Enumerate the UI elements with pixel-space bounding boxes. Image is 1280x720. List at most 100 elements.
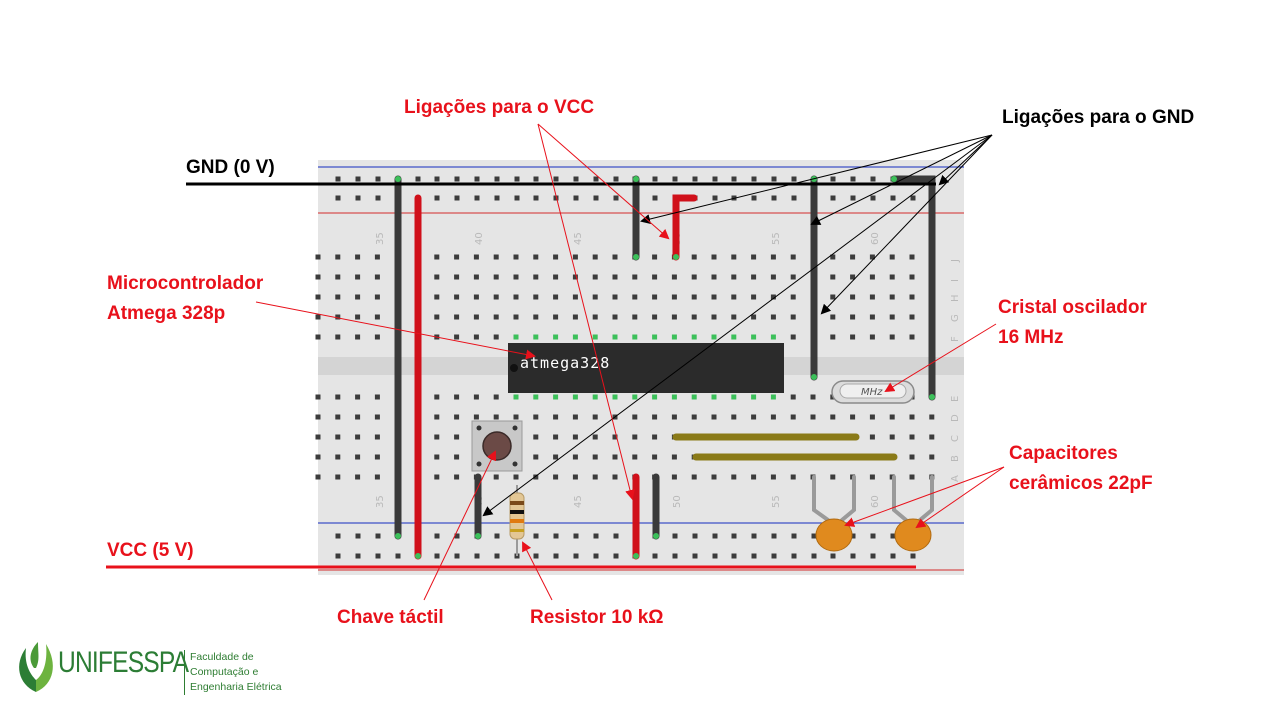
hole: [375, 553, 381, 559]
hole: [909, 314, 915, 320]
hole: [870, 176, 876, 182]
hole: [454, 434, 460, 440]
hole: [751, 314, 757, 320]
hole: [869, 274, 875, 280]
hole: [355, 434, 361, 440]
hole: [790, 314, 796, 320]
hole: [712, 195, 718, 201]
crystal-label: MHz: [861, 387, 883, 398]
hole: [711, 394, 717, 400]
hole: [770, 294, 776, 300]
hole: [632, 434, 638, 440]
hole: [593, 553, 599, 559]
hole: [335, 533, 341, 539]
hole: [493, 294, 499, 300]
hole: [850, 254, 856, 260]
hole: [652, 254, 658, 260]
hole: [612, 454, 618, 460]
hole: [909, 294, 915, 300]
hole: [493, 394, 499, 400]
resistor-10k: [509, 485, 525, 556]
hole: [632, 414, 638, 420]
hole: [712, 176, 718, 182]
hole: [374, 314, 380, 320]
wire-end: [395, 533, 401, 539]
gnd-arrow: [810, 134, 993, 225]
hole: [533, 294, 539, 300]
hole: [652, 454, 658, 460]
wire-end: [929, 394, 935, 400]
hole: [434, 195, 440, 201]
hole: [533, 334, 539, 340]
hole: [553, 195, 559, 201]
hole: [592, 454, 598, 460]
hole: [335, 454, 341, 460]
vcc-arrow: [537, 123, 670, 240]
hole: [335, 334, 341, 340]
hole: [751, 254, 757, 260]
hole: [652, 195, 658, 201]
hole: [513, 394, 519, 400]
hole: [870, 195, 876, 201]
hole: [909, 474, 915, 480]
hole: [711, 254, 717, 260]
logo-sub-line2: Engenharia Elétrica: [190, 681, 282, 693]
hole: [889, 414, 895, 420]
hole: [553, 553, 559, 559]
hole: [573, 553, 579, 559]
hole: [850, 414, 856, 420]
gnd-rail-label: GND (0 V): [186, 157, 275, 178]
hole: [652, 294, 658, 300]
hole: [691, 314, 697, 320]
hole: [771, 533, 777, 539]
hole: [613, 553, 619, 559]
hole: [830, 553, 836, 559]
hole: [909, 274, 915, 280]
hole: [889, 314, 895, 320]
row-letter-h: H: [950, 294, 961, 302]
hole: [830, 195, 836, 201]
hole: [434, 176, 440, 182]
hole: [474, 176, 480, 182]
hole: [711, 274, 717, 280]
hole: [671, 274, 677, 280]
hole: [454, 314, 460, 320]
hole: [889, 294, 895, 300]
hole: [434, 254, 440, 260]
hole: [454, 414, 460, 420]
hole: [751, 294, 757, 300]
hole: [909, 254, 915, 260]
col-num-55-bottom: 55: [771, 495, 782, 508]
hole: [671, 454, 677, 460]
hole: [909, 454, 915, 460]
hole: [513, 314, 519, 320]
hole: [830, 176, 836, 182]
hole: [473, 314, 479, 320]
hole: [612, 294, 618, 300]
hole: [791, 533, 797, 539]
hole: [731, 553, 737, 559]
hole: [454, 254, 460, 260]
unifesspa-logo: UNIFESSPA Faculdade de Computação e Enge…: [14, 638, 314, 696]
hole: [672, 176, 678, 182]
hole: [494, 553, 500, 559]
hole: [533, 274, 539, 280]
switch-label: Chave táctil: [337, 607, 444, 628]
mcu-label-line2: Atmega 328p: [107, 303, 225, 324]
hole: [355, 274, 361, 280]
hole: [592, 394, 598, 400]
hole: [811, 533, 817, 539]
hole: [810, 394, 816, 400]
hole: [533, 533, 539, 539]
hole: [355, 414, 361, 420]
hole: [770, 394, 776, 400]
hole: [493, 314, 499, 320]
hole: [355, 553, 361, 559]
hole: [434, 314, 440, 320]
capacitor-2: [894, 518, 932, 552]
hole: [671, 414, 677, 420]
hole: [355, 314, 361, 320]
hole: [850, 176, 856, 182]
gnd-arrow: [820, 134, 993, 315]
